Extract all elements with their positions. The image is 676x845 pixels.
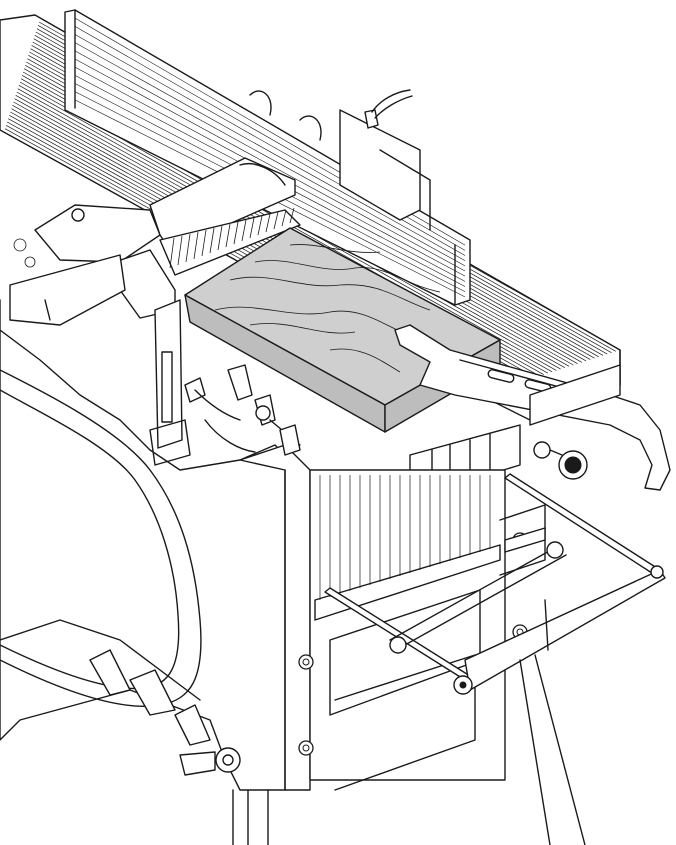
extension-table [298, 469, 546, 791]
bolt-center [302, 744, 310, 752]
machine-housing [0, 299, 311, 845]
bolt-center [302, 658, 310, 666]
vent-triangle [129, 669, 176, 716]
vent-triangle [89, 649, 131, 696]
roller-support [324, 473, 666, 845]
lever-icon[interactable] [184, 364, 301, 456]
blade-guard [9, 157, 296, 466]
cutter-head [159, 207, 301, 276]
vent-triangle [174, 704, 211, 746]
knob-icon[interactable] [533, 441, 588, 480]
rear-mechanism [249, 89, 431, 231]
bolt-head [298, 654, 314, 670]
bolt-head [298, 740, 314, 756]
knob-icon[interactable] [179, 747, 241, 776]
lever-icon[interactable] [364, 89, 413, 129]
